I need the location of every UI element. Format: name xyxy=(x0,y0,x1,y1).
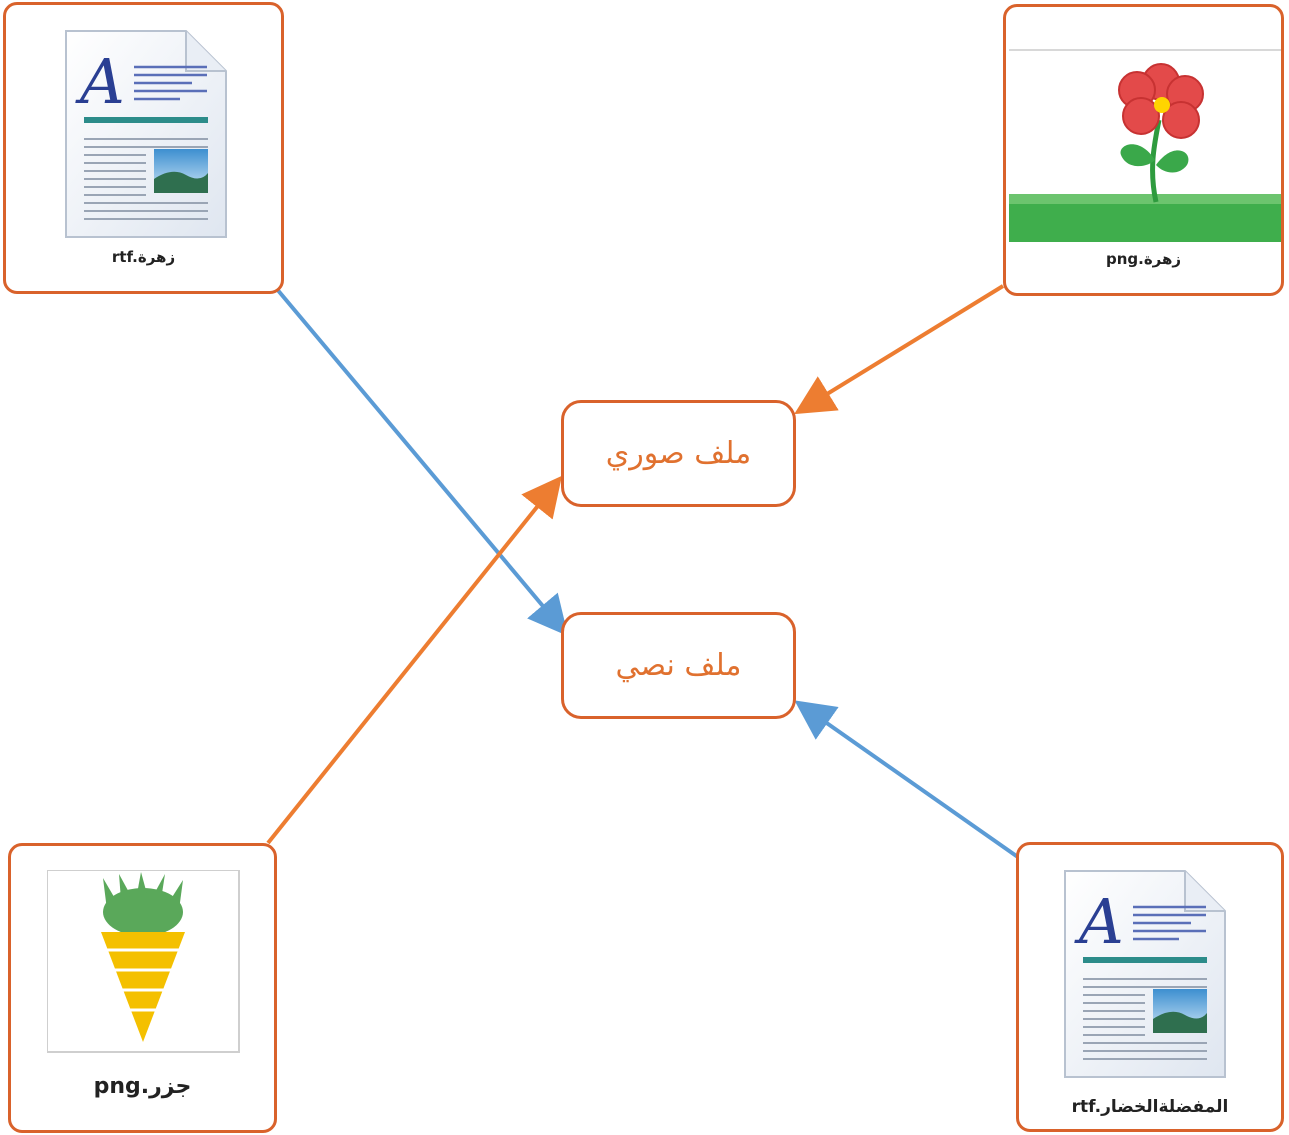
file-caption: rtf.المفضلةالخضار xyxy=(1071,1097,1229,1117)
flower-image-thumbnail xyxy=(1009,49,1281,242)
rtf-document-icon: A xyxy=(1064,870,1226,1078)
arrow-rtf-flower-to-text-file xyxy=(274,286,569,637)
file-card-rtf-flower[interactable]: A rtf.زهرة xyxy=(3,2,284,294)
target-text-file[interactable]: ملف نصي xyxy=(561,612,796,719)
file-card-rtf-vegetables[interactable]: A rtf.المفضلةالخضار xyxy=(1016,842,1284,1132)
file-card-png-carrot[interactable]: png.جزر xyxy=(8,843,277,1133)
arrow-rtf-vegetables-to-text-file xyxy=(794,700,1024,862)
file-caption: rtf.زهرة xyxy=(111,248,176,266)
arrow-png-carrot-to-image-file xyxy=(266,475,562,845)
rtf-document-icon: A xyxy=(65,30,227,238)
carrot-image-thumbnail xyxy=(47,870,240,1053)
svg-text:A: A xyxy=(75,45,125,118)
svg-text:A: A xyxy=(1074,885,1124,958)
arrow-png-flower-to-image-file xyxy=(794,284,1005,415)
file-card-png-flower[interactable]: png.زهرة xyxy=(1003,4,1284,296)
target-image-file[interactable]: ملف صوري xyxy=(561,400,796,507)
file-caption: png.جزر xyxy=(93,1074,192,1099)
file-caption: png.زهرة xyxy=(1105,250,1182,268)
